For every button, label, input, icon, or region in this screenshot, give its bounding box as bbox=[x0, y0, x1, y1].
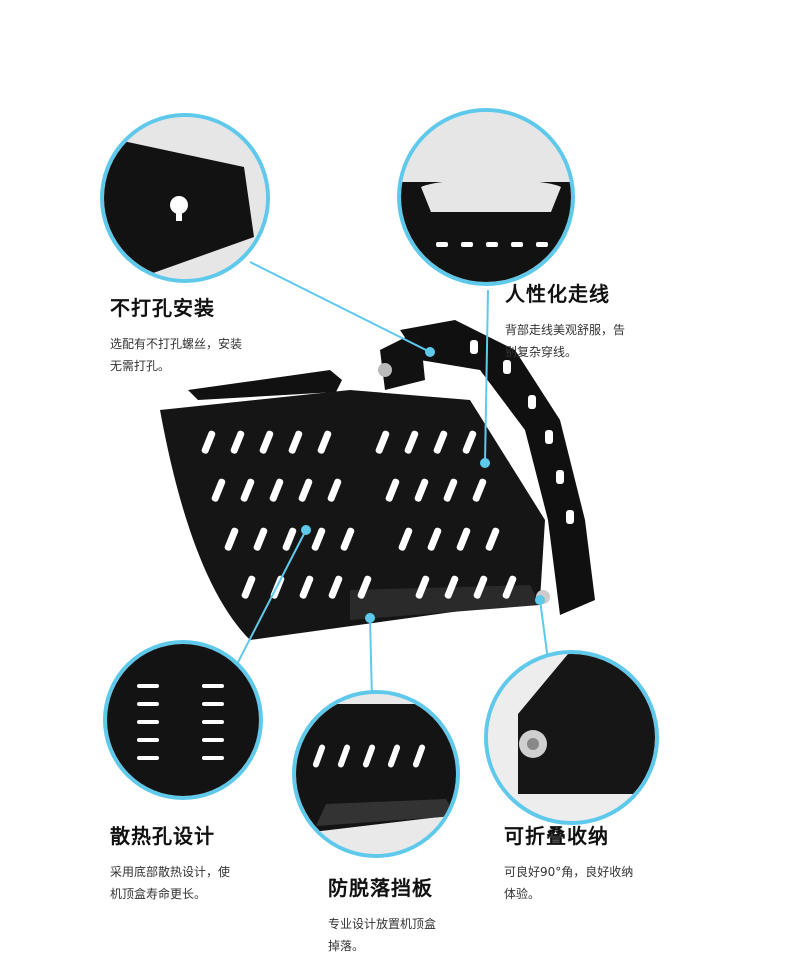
vent-slot bbox=[340, 527, 355, 551]
detail-circle-vents bbox=[103, 640, 263, 800]
lip-detail-image bbox=[296, 694, 456, 854]
vent-slot bbox=[253, 527, 268, 551]
vent-slot bbox=[398, 527, 413, 551]
vent-slot bbox=[414, 478, 429, 502]
vent-slot bbox=[443, 478, 458, 502]
vent-slot bbox=[201, 430, 216, 454]
feature-desc-line: 可良好90°角，良好收纳 bbox=[504, 865, 634, 879]
feature-title: 散热孔设计 bbox=[110, 824, 215, 848]
feature-desc-line: 无需打孔。 bbox=[110, 359, 171, 373]
keyhole-detail-image bbox=[104, 117, 266, 279]
feature-title: 不打孔安装 bbox=[110, 296, 215, 320]
feature-title: 可折叠收纳 bbox=[504, 824, 609, 848]
vent-slot bbox=[317, 430, 332, 454]
feature-desc-line: 掉落。 bbox=[328, 939, 365, 953]
detail-circle-keyhole bbox=[100, 113, 270, 283]
feature-cable: 人性化走线 背部走线美观舒服，告 别复杂穿线。 bbox=[505, 278, 705, 363]
vent-slot bbox=[311, 527, 326, 551]
feature-desc-line: 别复杂穿线。 bbox=[505, 345, 578, 359]
feature-desc-line: 专业设计放置机顶盒 bbox=[328, 917, 437, 931]
detail-circle-hinge bbox=[484, 650, 659, 825]
vent-slot bbox=[282, 527, 297, 551]
feature-desc-line: 背部走线美观舒服，告 bbox=[505, 323, 626, 337]
vent-slot bbox=[224, 527, 239, 551]
vent-slot bbox=[427, 527, 442, 551]
feature-lip: 防脱落挡板 专业设计放置机顶盒 掉落。 bbox=[328, 872, 528, 957]
feature-desc-line: 采用底部散热设计，使 bbox=[110, 865, 231, 879]
vent-slot bbox=[404, 430, 419, 454]
vent-slot bbox=[298, 478, 313, 502]
vent-slot bbox=[357, 575, 372, 599]
vent-slot bbox=[485, 527, 500, 551]
vent-slot bbox=[328, 575, 343, 599]
vent-slot bbox=[385, 478, 400, 502]
detail-circle-lip bbox=[292, 690, 460, 858]
vent-slot bbox=[502, 575, 517, 599]
feature-desc-line: 机顶盒寿命更长。 bbox=[110, 887, 207, 901]
vent-slot bbox=[299, 575, 314, 599]
vent-slot bbox=[230, 430, 245, 454]
feature-title: 人性化走线 bbox=[505, 282, 610, 306]
vent-slot bbox=[288, 430, 303, 454]
vent-slot bbox=[433, 430, 448, 454]
vent-slot bbox=[415, 575, 430, 599]
vent-slot bbox=[456, 527, 471, 551]
feature-vents: 散热孔设计 采用底部散热设计，使 机顶盒寿命更长。 bbox=[110, 820, 310, 905]
vent-slot bbox=[375, 430, 390, 454]
feature-desc-line: 选配有不打孔螺丝，安装 bbox=[110, 337, 243, 351]
feature-foldable: 可折叠收纳 可良好90°角，良好收纳 体验。 bbox=[504, 820, 724, 905]
vent-slot bbox=[473, 575, 488, 599]
feature-title: 防脱落挡板 bbox=[328, 876, 433, 900]
vent-slot bbox=[259, 430, 274, 454]
vent-slot bbox=[462, 430, 477, 454]
vent-slot bbox=[211, 478, 226, 502]
vent-slot bbox=[444, 575, 459, 599]
cable-detail-image bbox=[401, 112, 571, 282]
feature-no-drill: 不打孔安装 选配有不打孔螺丝，安装 无需打孔。 bbox=[110, 292, 310, 377]
vent-detail-image bbox=[107, 644, 259, 796]
vent-slot bbox=[269, 478, 284, 502]
vent-slot bbox=[241, 575, 256, 599]
vent-slot bbox=[240, 478, 255, 502]
hinge-detail-image bbox=[488, 654, 655, 821]
feature-desc-line: 体验。 bbox=[504, 887, 541, 901]
detail-circle-cable bbox=[397, 108, 575, 286]
vent-slot bbox=[327, 478, 342, 502]
vent-slot bbox=[472, 478, 487, 502]
